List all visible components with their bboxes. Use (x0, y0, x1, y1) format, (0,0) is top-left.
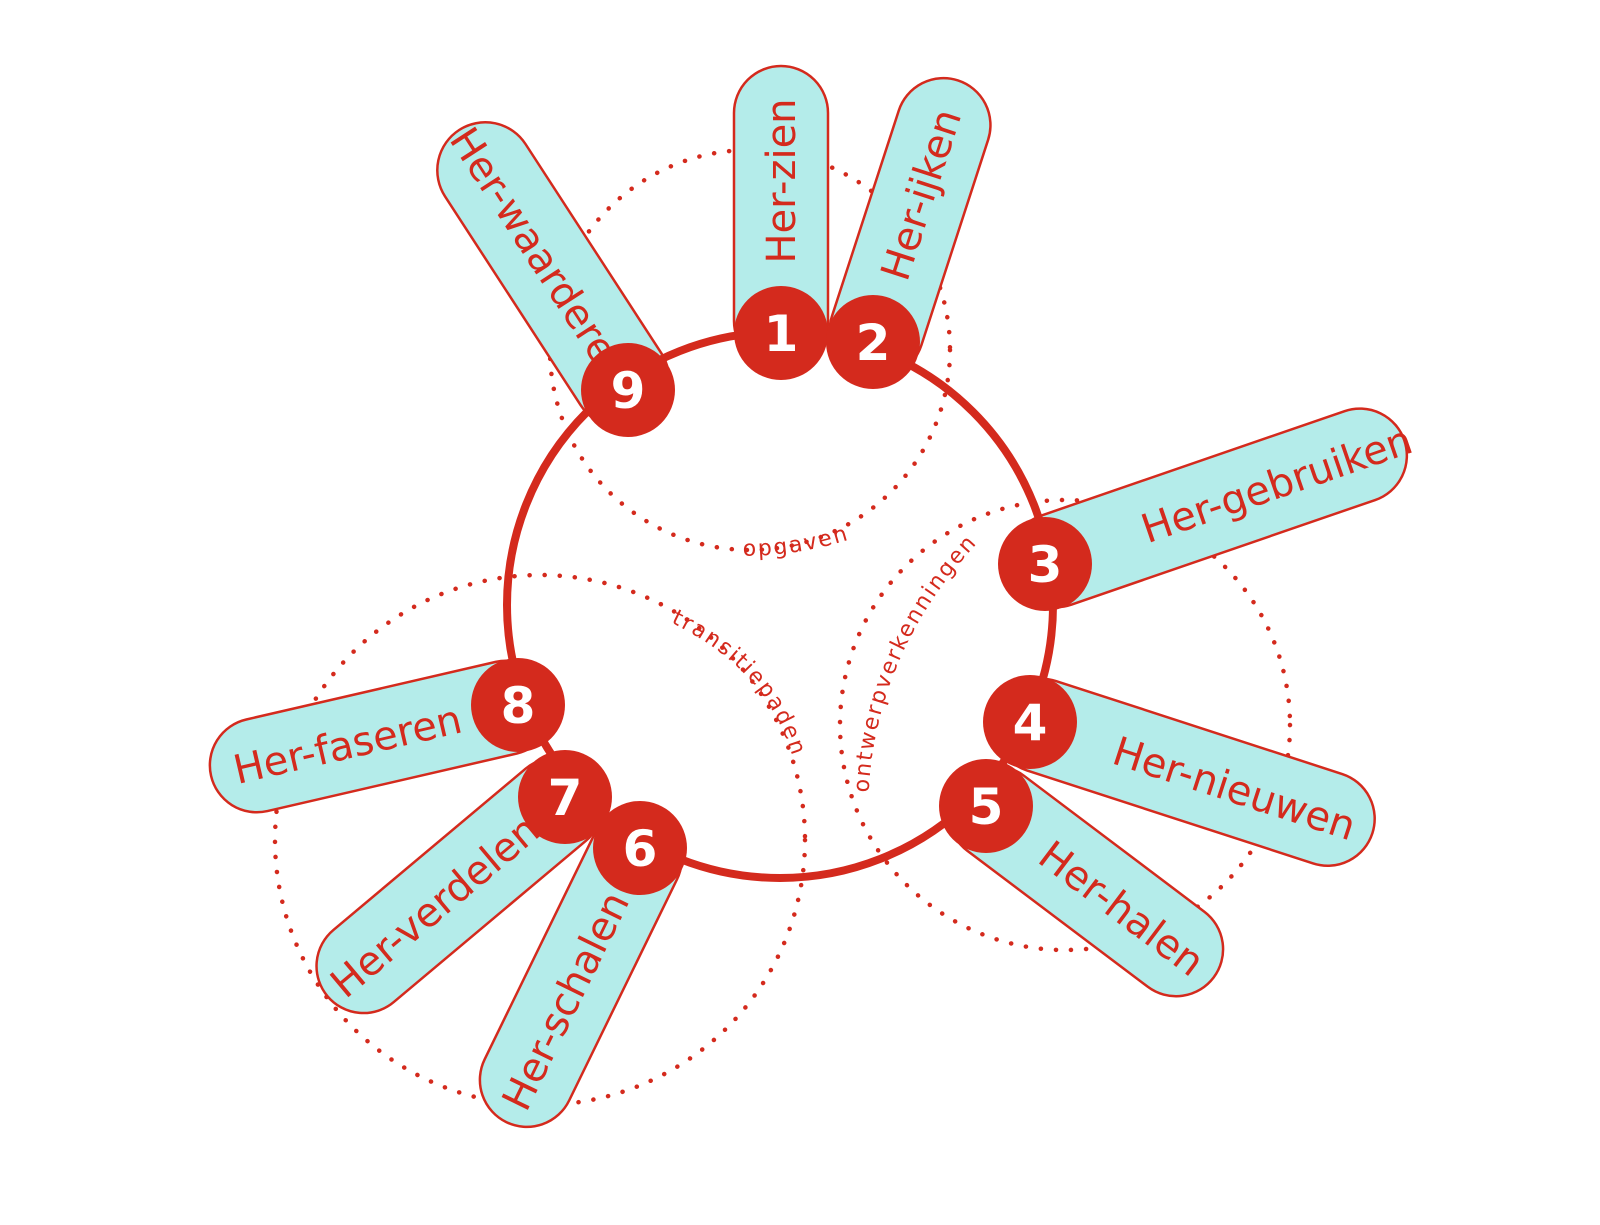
ontwerpverkenningen-dotted-circle (837, 497, 1293, 953)
opgaven-label: opgaven (743, 521, 853, 562)
step-6-number: 6 (623, 820, 658, 878)
pill-step-8: Her-faseren (208, 659, 555, 814)
step-7-number: 7 (548, 769, 583, 827)
group-circles (272, 147, 1293, 1108)
node-step-6: 6 (593, 801, 687, 895)
node-step-9: 9 (581, 343, 675, 437)
transitiepaden-label: transitiepaden (668, 605, 811, 759)
node-step-7: 7 (518, 750, 612, 844)
step-nodes: 1 2 3 4 5 6 7 8 (471, 286, 1092, 895)
step-pills: Her-waarderen Her-zien Her-ijken Her-geb… (208, 64, 1418, 1129)
step-8-number: 8 (501, 677, 536, 735)
transitiepaden-dotted-circle (272, 572, 808, 1108)
node-step-2: 2 (826, 295, 920, 389)
node-step-4: 4 (983, 675, 1077, 769)
node-step-8: 8 (471, 658, 565, 752)
step-2-number: 2 (856, 314, 891, 372)
ontwerpverkenningen-label: ontwerpverkenningen (850, 530, 983, 793)
node-step-1: 1 (734, 286, 828, 380)
step-1-number: 1 (764, 305, 799, 363)
step-4-number: 4 (1013, 694, 1048, 752)
step-7-label: Her-verdelen (322, 807, 548, 1007)
step-9-number: 9 (611, 362, 646, 420)
opgaven-dotted-circle (547, 147, 953, 553)
node-step-5: 5 (939, 759, 1033, 853)
step-1-label: Her-zien (759, 98, 805, 263)
step-3-number: 3 (1028, 536, 1063, 594)
group-labels: opgaven ontwerpverkenningen transitiepad… (668, 521, 983, 793)
step-5-number: 5 (969, 778, 1004, 836)
node-step-3: 3 (998, 517, 1092, 611)
